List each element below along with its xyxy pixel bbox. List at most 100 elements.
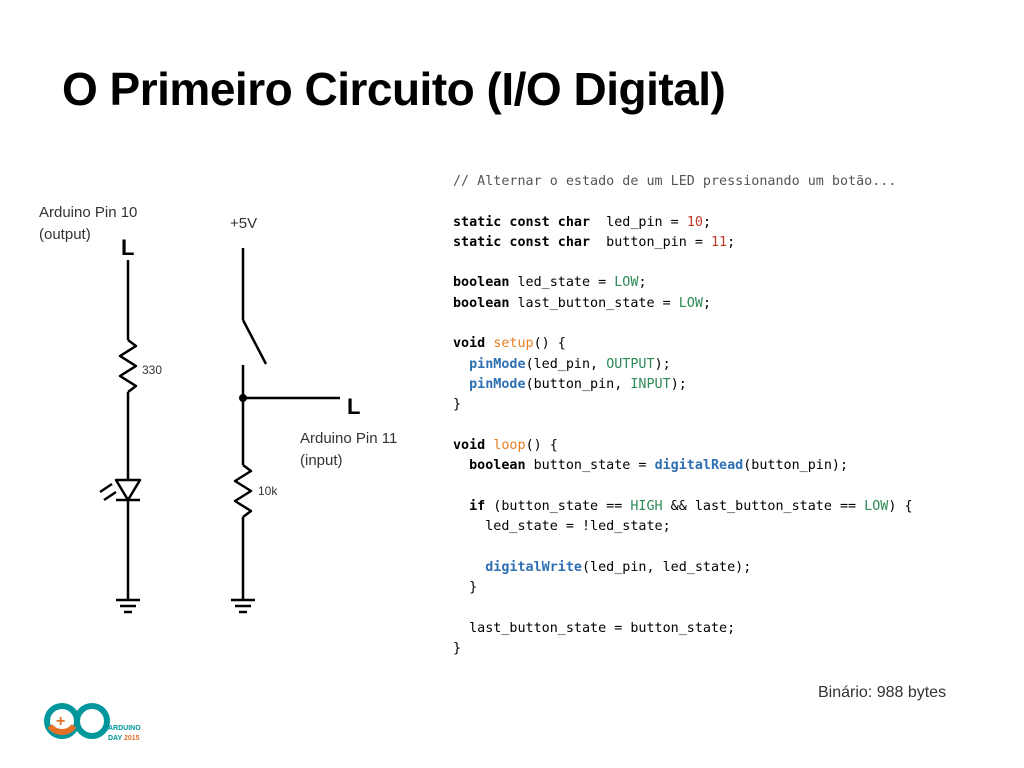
ground-symbol-right (231, 598, 255, 614)
code-token: button_state = (525, 458, 655, 474)
code-token: ); (654, 356, 671, 372)
code-line: boolean last_button_state = LOW; (453, 294, 913, 314)
code-line (453, 192, 913, 212)
code-token: () { (525, 437, 558, 453)
code-token: (led_pin, led_state); (582, 559, 752, 575)
svg-text:DAY 2015: DAY 2015 (108, 735, 140, 742)
code-token-kw: static const char (453, 214, 591, 230)
pin11-level-label: L (347, 394, 360, 419)
code-token-fn: loop (493, 437, 526, 453)
code-token: led_state = !led_state; (453, 519, 671, 535)
code-token (453, 499, 469, 514)
code-token-kw: boolean (469, 458, 526, 474)
code-line: // Alternar o estado de um LED pressiona… (453, 172, 913, 192)
code-token-fn: setup (493, 336, 534, 352)
code-token-kw: void (453, 336, 486, 352)
logo-text-day: DAY (108, 735, 122, 742)
code-token-kw: boolean (453, 295, 510, 311)
code-token: (button_pin, (525, 376, 631, 392)
code-line (453, 476, 913, 496)
pin10-level-label: L (121, 235, 134, 260)
code-token: ) { (888, 498, 913, 514)
code-line (453, 537, 913, 557)
code-token-kw: void (453, 437, 486, 453)
code-line (453, 314, 913, 334)
code-token: } (453, 397, 462, 413)
code-token (453, 458, 469, 473)
code-token: led_state = (509, 275, 615, 291)
code-token (453, 357, 469, 372)
code-line: led_state = !led_state; (453, 517, 913, 537)
code-token: } (453, 579, 478, 595)
led-diode (114, 478, 142, 502)
code-token: && last_button_state == (662, 498, 865, 514)
code-token: (led_pin, (525, 356, 607, 372)
code-line: void setup() { (453, 334, 913, 354)
code-line: } (453, 395, 913, 415)
code-token-builtin: digitalRead (654, 458, 744, 474)
code-block: // Alternar o estado de um LED pressiona… (453, 172, 913, 659)
resistor1-label: 330 (142, 363, 162, 377)
pin11-mode-label: (input) (300, 452, 343, 469)
svg-text:+: + (56, 713, 65, 730)
code-token-const: HIGH (630, 498, 663, 514)
code-line: } (453, 578, 913, 598)
logo-text-year: 2015 (124, 735, 140, 742)
code-token-builtin: pinMode (469, 356, 526, 372)
code-line: } (453, 639, 913, 659)
code-token (453, 560, 485, 575)
pushbutton-switch (241, 319, 268, 365)
code-line: digitalWrite(led_pin, led_state); (453, 558, 913, 578)
code-token-const: LOW (864, 498, 889, 514)
code-token (453, 377, 469, 392)
code-token: last_button_state = button_state; (453, 620, 736, 636)
code-token: led_pin = (590, 214, 687, 230)
code-line (453, 598, 913, 618)
circuit-schematic: Arduino Pin 10 (output) L +5V 330 L Ardu… (39, 204, 397, 614)
code-token-const: OUTPUT (606, 356, 655, 372)
ground-symbol-left (116, 598, 140, 614)
pin10-mode-label: (output) (39, 226, 91, 243)
code-token-builtin: pinMode (469, 376, 526, 392)
code-token: last_button_state = (509, 295, 679, 311)
code-line: pinMode(button_pin, INPUT); (453, 375, 913, 395)
code-token: () { (533, 336, 566, 352)
code-token: ); (670, 376, 687, 392)
code-token-num: 10 (686, 214, 703, 230)
binary-size-label: Binário: 988 bytes (818, 684, 947, 701)
code-token: (button_state == (485, 498, 631, 514)
pin11-label: Arduino Pin 11 (300, 430, 397, 447)
code-token-num: 11 (711, 234, 728, 250)
code-token-comment: // Alternar o estado de um LED pressiona… (453, 174, 897, 189)
pin10-label: Arduino Pin 10 (39, 204, 137, 221)
code-line (453, 416, 913, 436)
code-token: ; (727, 234, 736, 250)
code-token-kw: static const char (453, 234, 591, 250)
code-token: } (453, 640, 462, 656)
code-token: button_pin = (590, 234, 711, 250)
code-token-const: INPUT (630, 376, 671, 392)
code-token-const: LOW (614, 275, 639, 291)
code-line (453, 253, 913, 273)
slide-title: O Primeiro Circuito (I/O Digital) (62, 63, 726, 115)
resistor2-label: 10k (258, 484, 278, 498)
code-line: pinMode(led_pin, OUTPUT); (453, 355, 913, 375)
code-token: ; (638, 275, 647, 291)
resistor-10k (233, 464, 253, 518)
code-token: ; (702, 214, 711, 230)
junction-node (239, 394, 247, 402)
resistor-330 (118, 339, 138, 393)
code-line: static const char button_pin = 11; (453, 233, 913, 253)
code-line: boolean button_state = digitalRead(butto… (453, 456, 913, 476)
code-line: if (button_state == HIGH && last_button_… (453, 497, 913, 517)
code-token: (button_pin); (743, 458, 849, 474)
code-token-kw: if (469, 498, 486, 514)
arduino-day-logo: + ARDUINO DAY 2015 (44, 703, 141, 742)
code-line: void loop() { (453, 436, 913, 456)
code-token-const: LOW (678, 295, 703, 311)
code-token-kw: boolean (453, 275, 510, 291)
code-line: static const char led_pin = 10; (453, 213, 913, 233)
code-line: last_button_state = button_state; (453, 619, 913, 639)
code-token: ; (702, 295, 711, 311)
logo-text-arduino: ARDUINO (108, 725, 141, 732)
